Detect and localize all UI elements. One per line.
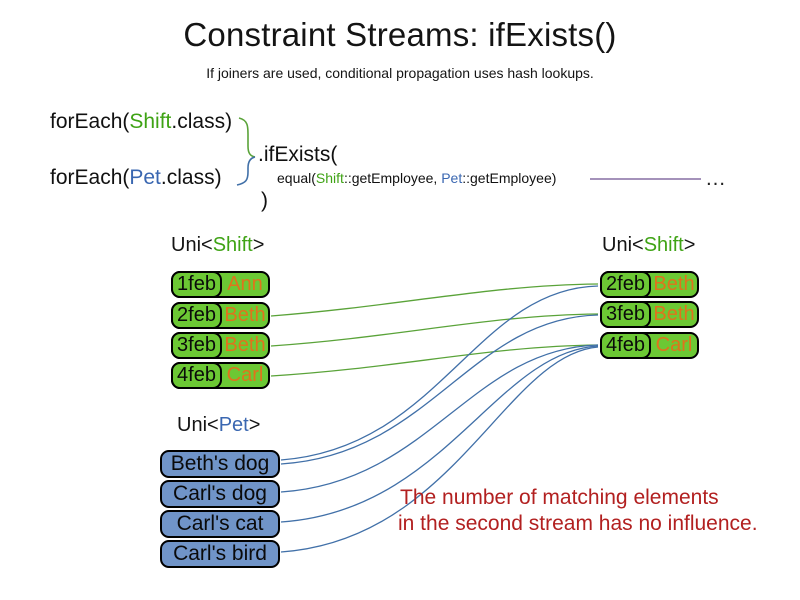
header-text: Uni< bbox=[602, 234, 644, 256]
pet-class-token: Pet bbox=[441, 170, 463, 186]
employee-cell: Carl bbox=[226, 364, 264, 386]
header-text: > bbox=[248, 414, 261, 436]
code-close-paren: ) bbox=[261, 189, 268, 212]
page-subtitle: If joiners are used, conditional propaga… bbox=[206, 65, 594, 81]
shift-row-3feb-right: 3feb Beth bbox=[600, 301, 699, 328]
continuation-ellipsis: … bbox=[705, 167, 726, 190]
pet-row-beths-dog: Beth's dog bbox=[160, 450, 280, 478]
employee-cell: Ann bbox=[227, 273, 263, 295]
shift-class-token: Shift bbox=[315, 170, 344, 186]
page-title: Constraint Streams: ifExists() bbox=[183, 16, 617, 53]
pet-class-token: Pet bbox=[129, 166, 161, 189]
shift-row-2feb: 2feb Beth bbox=[171, 302, 270, 329]
date-cell: 2feb bbox=[171, 302, 222, 329]
date-cell: 3feb bbox=[600, 301, 651, 328]
code-text: .class) bbox=[171, 110, 233, 133]
employee-cell: Beth bbox=[224, 304, 266, 326]
code-text: ::getEmployee) bbox=[462, 170, 557, 186]
shift-row-2feb-right: 2feb Beth bbox=[600, 271, 699, 298]
shift-link-3feb bbox=[270, 313, 599, 347]
code-equal-joiner: equal(Shift::getEmployee, Pet::getEmploy… bbox=[277, 170, 556, 186]
code-text: ::getEmployee, bbox=[343, 170, 442, 186]
note-line-1: The number of matching elements bbox=[400, 486, 719, 509]
shift-link-2feb bbox=[270, 283, 599, 317]
shift-row-3feb: 3feb Beth bbox=[171, 332, 270, 359]
date-cell: 2feb bbox=[600, 271, 651, 298]
employee-cell: Beth bbox=[653, 273, 695, 295]
shift-row-4feb-right: 4feb Carl bbox=[600, 332, 699, 359]
pet-class-token: Pet bbox=[218, 414, 249, 436]
pet-link-carls-dog-4feb bbox=[280, 344, 599, 493]
header-text: > bbox=[683, 234, 696, 256]
shift-row-1feb: 1feb Ann bbox=[171, 271, 270, 298]
code-if-exists: .ifExists( bbox=[258, 143, 338, 166]
code-text: equal( bbox=[277, 170, 316, 186]
date-cell: 4feb bbox=[171, 362, 222, 389]
employee-cell: Beth bbox=[653, 303, 695, 325]
shift-link-4feb bbox=[270, 344, 599, 377]
header-text: Uni< bbox=[171, 234, 213, 256]
header-text: > bbox=[252, 234, 265, 256]
code-text: forEach( bbox=[50, 110, 130, 133]
pet-link-beths-dog-2feb bbox=[280, 285, 599, 461]
shift-row-4feb: 4feb Carl bbox=[171, 362, 270, 389]
brace-bottom-blue bbox=[236, 156, 256, 186]
employee-cell: Carl bbox=[655, 334, 693, 356]
pet-table-header: Uni<Pet> bbox=[177, 414, 260, 437]
shift-class-token: Shift bbox=[212, 234, 253, 256]
date-cell: 4feb bbox=[600, 332, 651, 359]
code-foreach-shift: forEach(Shift.class) bbox=[50, 110, 232, 134]
brace-top-green bbox=[238, 117, 256, 158]
shift-class-token: Shift bbox=[129, 110, 172, 133]
code-text: .class) bbox=[160, 166, 222, 189]
code-text: forEach( bbox=[50, 166, 130, 189]
employee-cell: Beth bbox=[224, 334, 266, 356]
date-cell: 1feb bbox=[171, 271, 222, 298]
pet-row-carls-cat: Carl's cat bbox=[160, 510, 280, 538]
pet-row-carls-dog: Carl's dog bbox=[160, 480, 280, 508]
pet-link-beths-dog-3feb bbox=[280, 314, 599, 465]
code-foreach-pet: forEach(Pet.class) bbox=[50, 166, 222, 190]
note-line-2: in the second stream has no influence. bbox=[398, 512, 758, 535]
date-cell: 3feb bbox=[171, 332, 222, 359]
header-text: Uni< bbox=[177, 414, 219, 436]
left-shift-table-header: Uni<Shift> bbox=[171, 234, 264, 257]
pet-row-carls-bird: Carl's bird bbox=[160, 540, 280, 568]
right-shift-table-header: Uni<Shift> bbox=[602, 234, 695, 257]
shift-class-token: Shift bbox=[643, 234, 684, 256]
